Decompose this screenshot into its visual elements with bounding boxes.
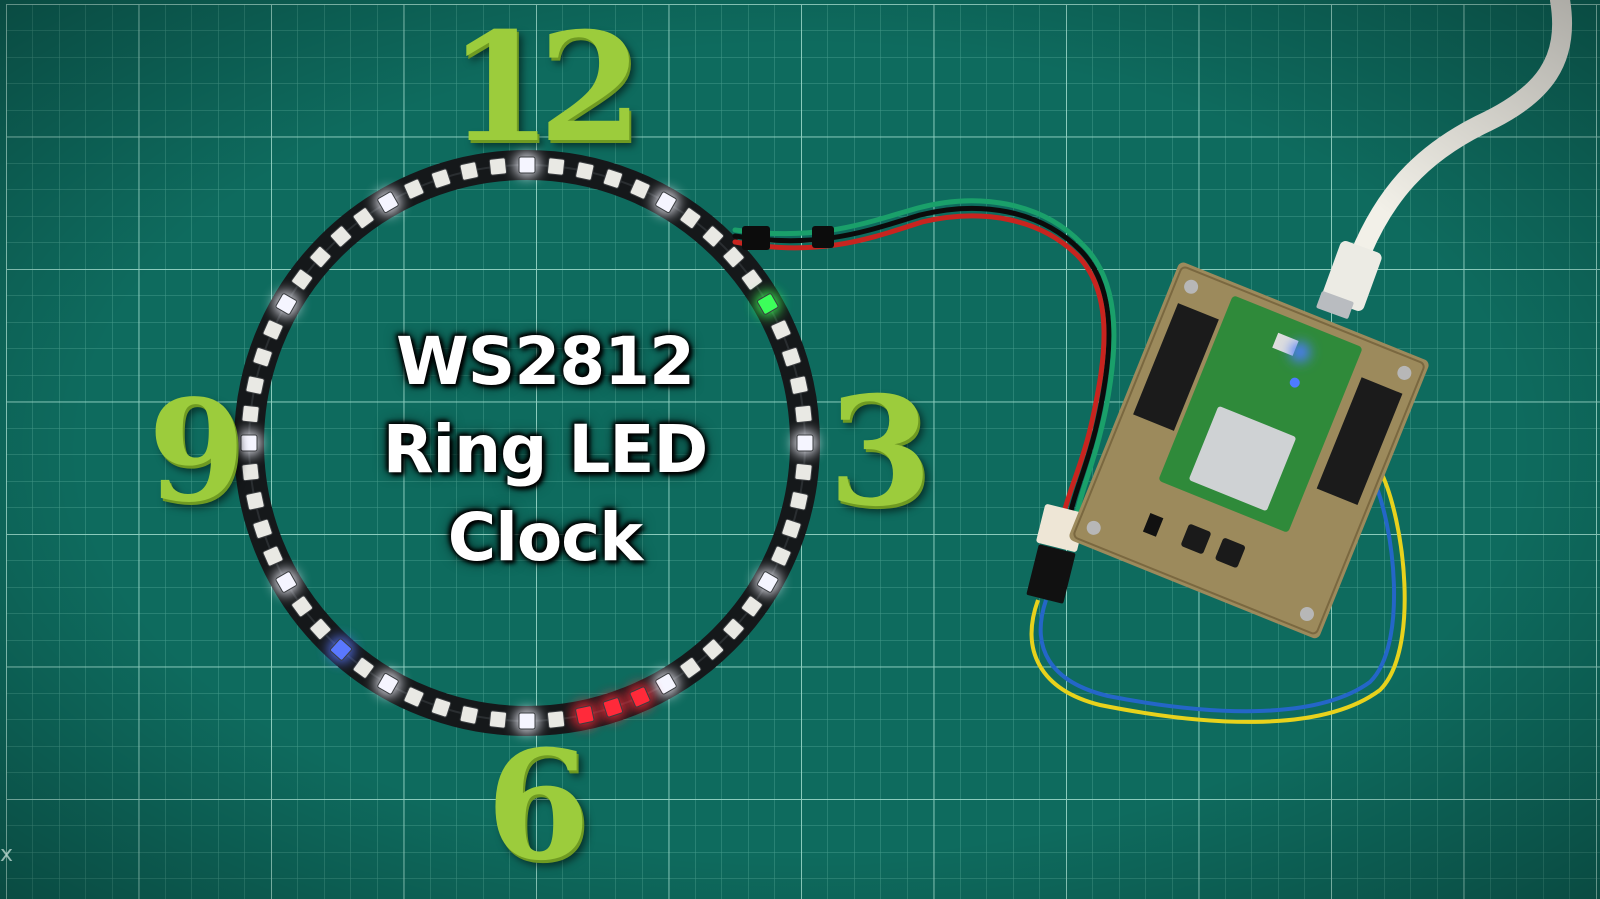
corner-watermark: x xyxy=(0,842,14,867)
dial-number-9: 9 xyxy=(148,370,246,534)
title-line-3: Clock xyxy=(447,499,643,576)
title-overlay: WS2812 Ring LED Clock xyxy=(340,318,750,582)
title-line-1: WS2812 xyxy=(395,323,695,400)
dial-number-3: 3 xyxy=(828,364,933,540)
title-line-2: Ring LED xyxy=(382,411,709,488)
dial-number-6: 6 xyxy=(486,718,591,894)
dial-number-12: 12 xyxy=(448,0,643,176)
